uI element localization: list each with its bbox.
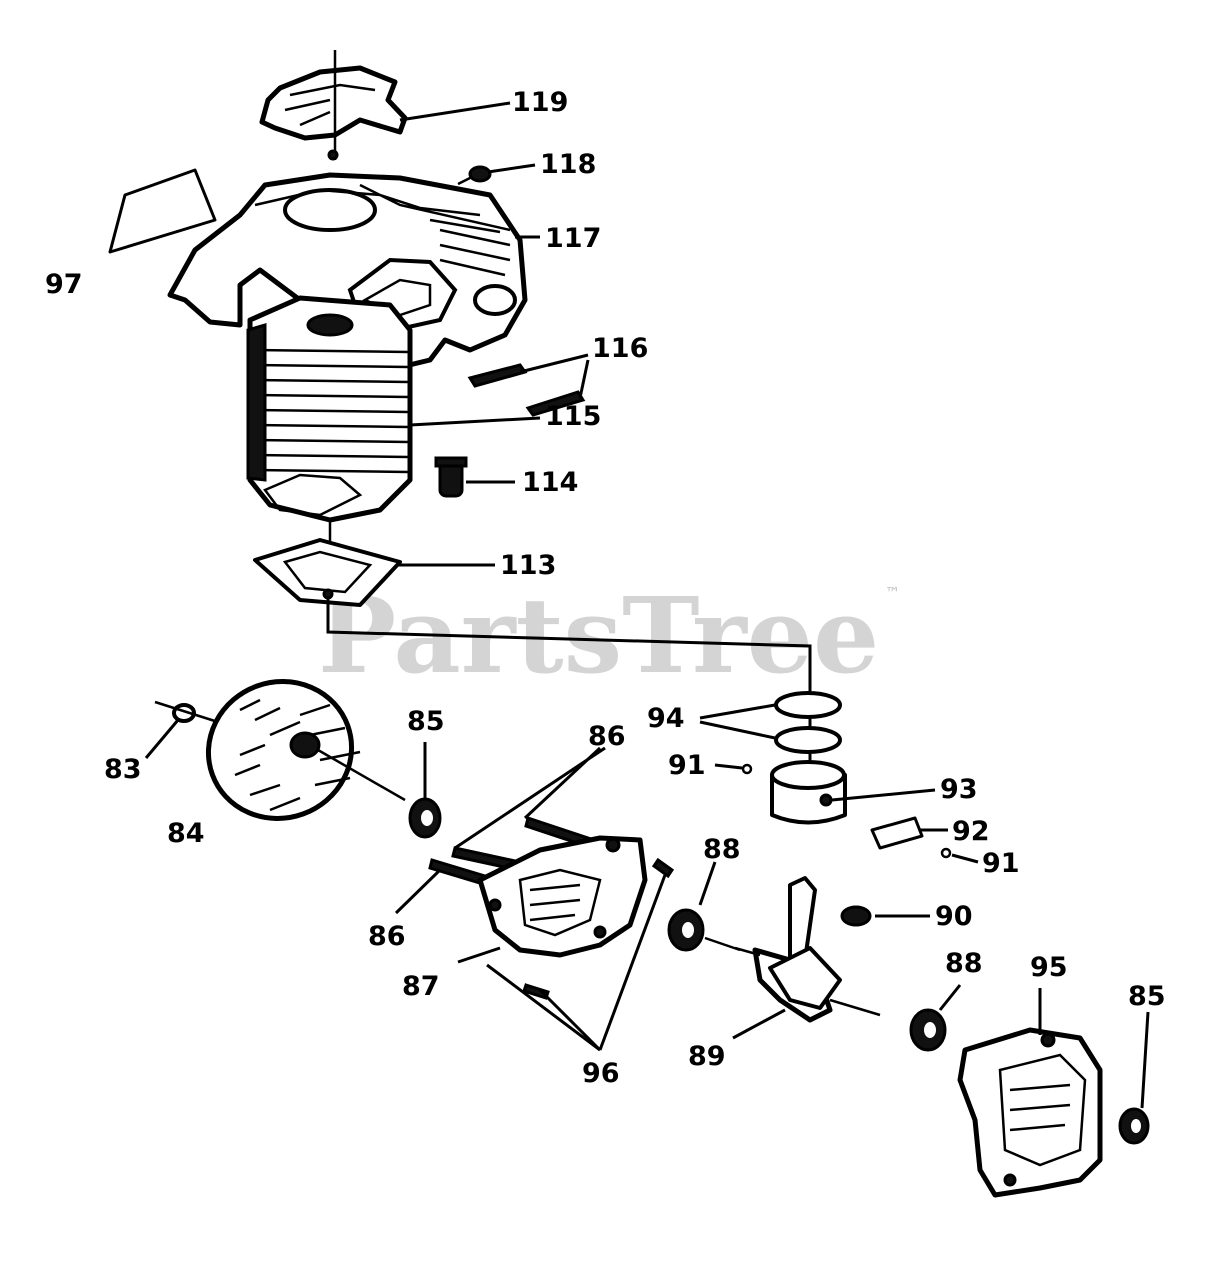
part-85-seal-left — [408, 797, 442, 839]
part-88-bearing-left — [667, 908, 705, 952]
callout-114: 114 — [522, 467, 578, 498]
part-95-crankcase — [957, 1027, 1103, 1198]
callout-85-left: 85 — [407, 706, 445, 737]
callout-92: 92 — [952, 816, 990, 847]
part-115-cylinder — [246, 295, 413, 548]
part-84-flywheel — [205, 679, 406, 821]
leader-lines — [144, 101, 1150, 1109]
callout-87: 87 — [402, 971, 440, 1002]
callout-91-top: 91 — [668, 750, 706, 781]
callout-88-right: 88 — [945, 948, 983, 979]
callout-90: 90 — [935, 901, 973, 932]
callout-labels: 119 118 117 97 116 115 114 113 94 91 93 … — [45, 87, 1166, 1089]
callout-96: 96 — [582, 1058, 620, 1089]
callout-115: 115 — [545, 401, 601, 432]
callout-119: 119 — [512, 87, 568, 118]
part-88-bearing-right — [909, 1008, 947, 1052]
part-117-shroud — [167, 172, 528, 398]
trademark-symbol: ™ — [885, 584, 900, 602]
callout-83: 83 — [104, 754, 142, 785]
part-97-label — [108, 168, 217, 254]
part-87-crankcase — [477, 835, 648, 958]
callout-84: 84 — [167, 818, 205, 849]
callout-95: 95 — [1030, 952, 1068, 983]
part-93-piston — [770, 760, 847, 825]
callout-117: 117 — [545, 223, 601, 254]
part-94-rings — [774, 691, 842, 754]
callout-94: 94 — [647, 703, 685, 734]
callout-88-left: 88 — [703, 834, 741, 865]
part-116-pins — [467, 363, 586, 417]
part-92-wrist-pin — [870, 816, 924, 850]
callout-85-right: 85 — [1128, 981, 1166, 1012]
part-90-needle-bearing — [840, 905, 872, 927]
callout-86-top: 86 — [588, 721, 626, 752]
callout-91-bottom: 91 — [982, 848, 1020, 879]
callout-113: 113 — [500, 550, 556, 581]
part-83-nut — [154, 700, 219, 724]
callout-97: 97 — [45, 269, 83, 300]
part-118-screw — [457, 165, 492, 186]
callout-86-bottom: 86 — [368, 921, 406, 952]
part-89-crankshaft — [704, 876, 881, 1023]
part-119-bracket — [259, 50, 408, 161]
callout-118: 118 — [540, 149, 596, 180]
callout-116: 116 — [592, 333, 648, 364]
part-113-gasket — [253, 538, 402, 607]
callout-93: 93 — [940, 774, 978, 805]
callout-89: 89 — [688, 1041, 726, 1072]
part-91-clips — [741, 763, 952, 859]
part-85-seal-right — [1118, 1107, 1150, 1145]
part-114-plug — [434, 456, 468, 498]
